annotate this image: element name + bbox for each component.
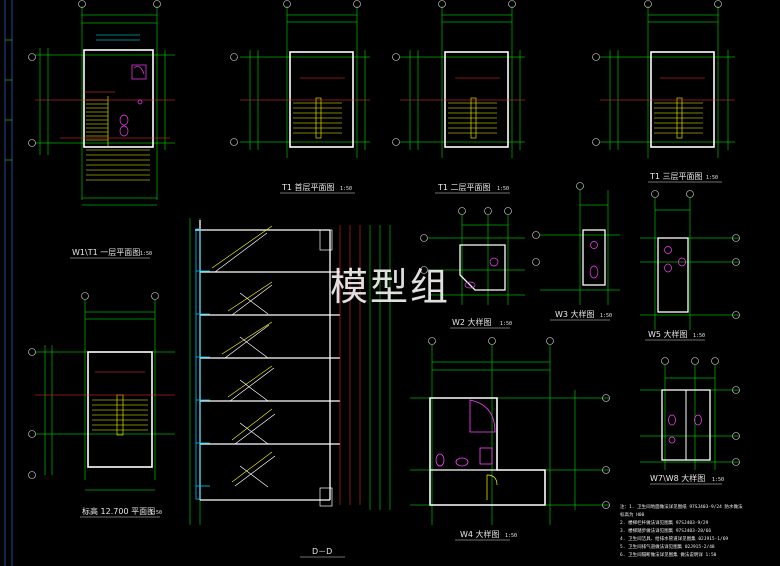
plan-roof [28,292,175,491]
detail-w5 [640,190,740,330]
plan-t1-first [240,6,370,158]
section-dd [189,218,391,525]
scale-w4: 1:50 [505,533,518,539]
title-w3: W3 大样图 [555,310,595,319]
scale-t1-first: 1:50 [340,186,353,192]
title-w5: W5 大样图 [648,330,688,339]
scale-w7-w8: 1:50 [712,477,725,483]
scale-w2: 1:50 [500,321,513,327]
scale-w5: 1:50 [693,333,706,339]
detail-w3 [532,182,620,305]
detail-w4 [410,337,610,525]
note-line-6: 5. 卫生间排气道做法详见图集 02J915-2/48 [620,545,715,550]
sheet-border [4,0,13,566]
title-t1-second: T1 二层平面图 [438,183,491,192]
axis-bubbles-top [28,0,722,147]
title-w4: W4 大样图 [460,530,500,539]
watermark: 模型组 [330,265,451,309]
plan-w1 [35,6,175,206]
sheet-border-ticks [5,39,12,161]
plan-t1-second [400,6,525,158]
scale-w3: 1:50 [600,313,613,319]
note-line-3: 2. 楼梯栏杆做法详见图集 97SJ403-9/29 [620,521,709,526]
title-section: D－D [312,547,333,556]
note-line-4: 3. 楼梯踏步做法详见图集 97SJ403-28/66 [620,529,712,534]
title-t1-third: T1 三层平面图 [650,172,703,181]
note-line-7: 6. 卫生间隔断做法详见图集 做法说明详 1:50 [620,553,717,558]
title-w7-w8: W7\W8 大样图 [650,474,706,483]
detail-w2 [420,207,525,305]
title-t1-first: T1 首层平面图 [282,183,335,192]
title-roof: 标高 12.700 平面图 [82,507,156,516]
plan-t1-third [600,6,735,158]
note-line-5: 4. 卫生间洁具、给排水管道详见图集 02J915-1/69 [620,537,729,542]
note-line-1: 注：1. 卫生间地面做法详见图纸 97SJ403-9/24 防水做法 [620,505,743,510]
scale-t1-second: 1:50 [497,186,510,192]
title-w2: W2 大样图 [452,318,492,327]
detail-w7-w8 [640,357,740,470]
scale-w1: 1:50 [140,251,153,257]
title-w1: W1\T1 一层平面图 [72,248,141,257]
note-line-2: 标高为 H00 [620,513,645,518]
title-underlines [70,181,722,558]
scale-roof: 1:50 [150,510,163,516]
scale-t1-third: 1:50 [706,175,719,181]
